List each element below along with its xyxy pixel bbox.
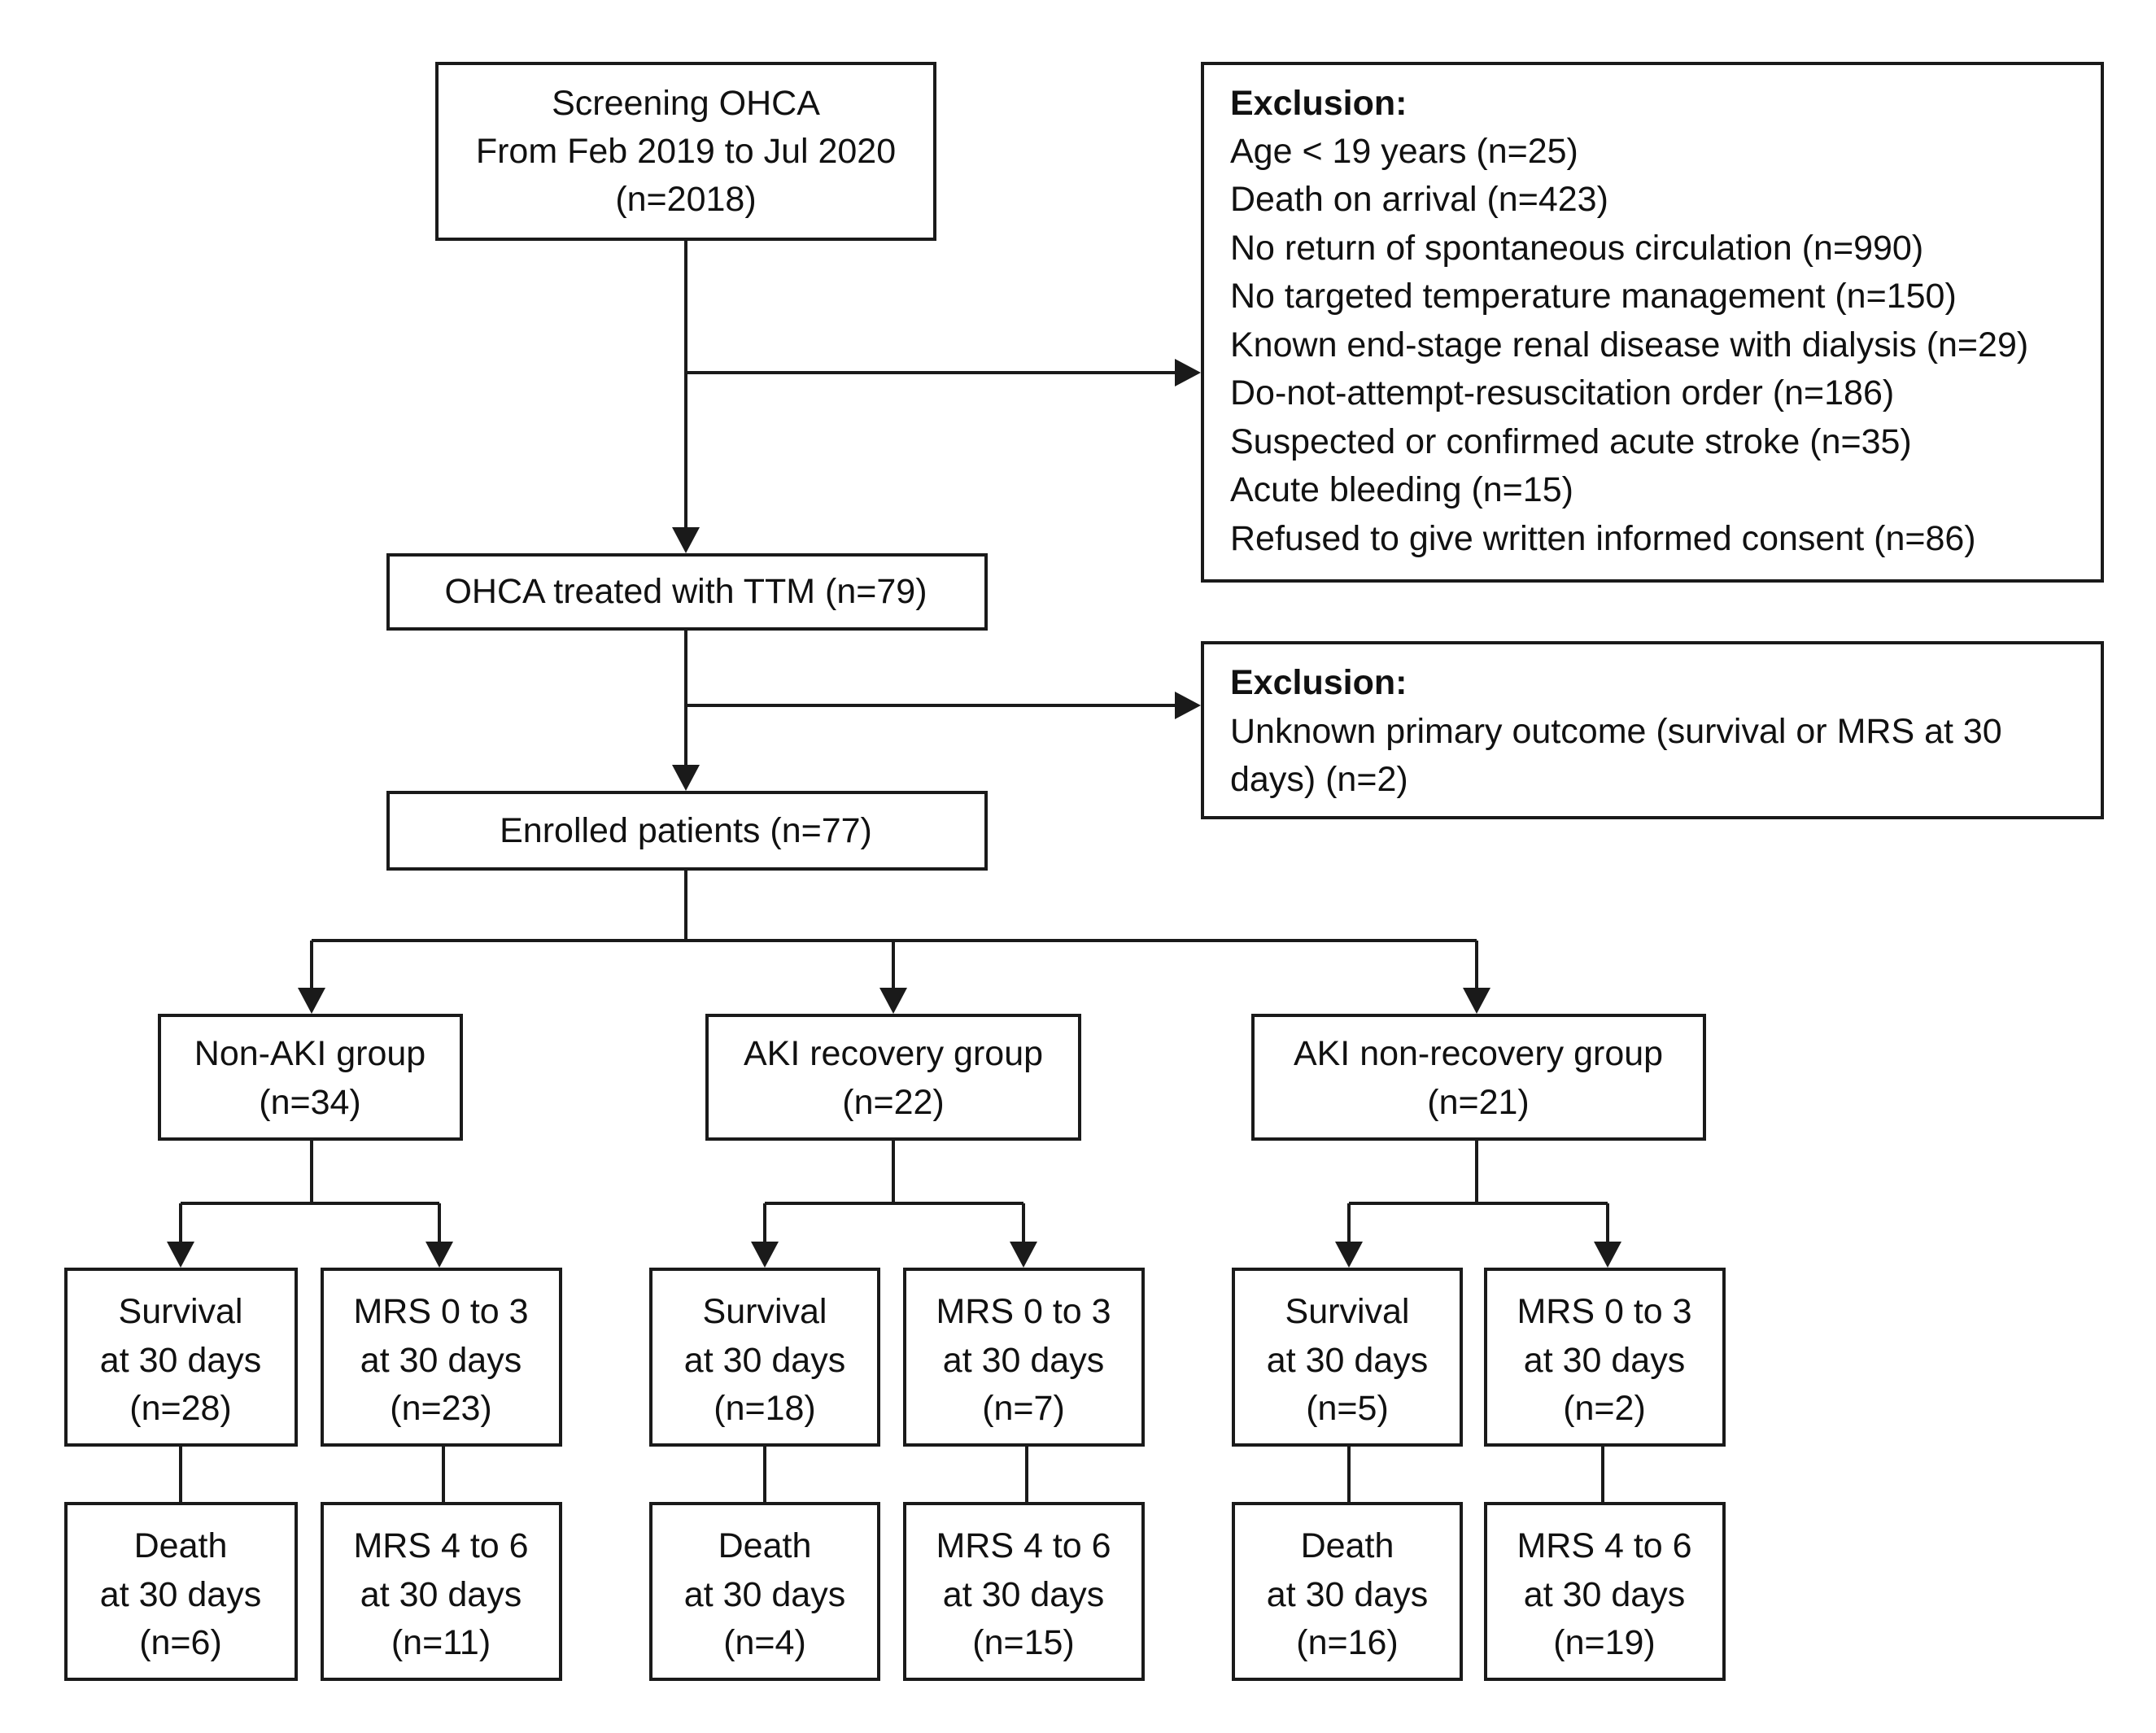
- outcome-line: MRS 0 to 3: [1517, 1292, 1691, 1331]
- outcome-box-mrs-4-6: MRS 4 to 6 at 30 days (n=15): [903, 1502, 1145, 1681]
- ttm-box: OHCA treated with TTM (n=79): [386, 553, 988, 631]
- outcome-line: (n=16): [1296, 1623, 1399, 1662]
- outcome-line: Survival: [119, 1292, 243, 1331]
- outcome-box-survival: Survival at 30 days (n=18): [649, 1268, 880, 1447]
- outcome-line: MRS 4 to 6: [936, 1526, 1111, 1565]
- outcome-line: at 30 days: [1524, 1575, 1685, 1614]
- exclusion-1-item: Death on arrival (n=423): [1230, 180, 1608, 219]
- connectors: [167, 239, 1621, 1504]
- outcome-line: at 30 days: [1267, 1341, 1428, 1380]
- group-box-non-aki: Non-AKI group (n=34): [158, 1014, 463, 1141]
- exclusion-1-item: Known end-stage renal disease with dialy…: [1230, 325, 2028, 364]
- outcome-line: MRS 4 to 6: [1517, 1526, 1691, 1565]
- group-name: AKI recovery group: [744, 1034, 1043, 1073]
- outcome-line: Survival: [1285, 1292, 1410, 1331]
- group-count: (n=34): [259, 1083, 361, 1122]
- exclusion-1-item: Suspected or confirmed acute stroke (n=3…: [1230, 422, 1912, 461]
- group-box-aki-recovery: AKI recovery group (n=22): [705, 1014, 1081, 1141]
- outcome-line: MRS 4 to 6: [353, 1526, 528, 1565]
- exclusion-1-item: No targeted temperature management (n=15…: [1230, 277, 1957, 316]
- group-name: AKI non-recovery group: [1294, 1034, 1663, 1073]
- outcome-line: at 30 days: [100, 1575, 261, 1614]
- outcome-line: MRS 0 to 3: [353, 1292, 528, 1331]
- group-count: (n=21): [1427, 1083, 1530, 1122]
- exclusion-2-line-1: Unknown primary outcome (survival or MRS…: [1230, 712, 2002, 751]
- outcome-box-death: Death at 30 days (n=4): [649, 1502, 880, 1681]
- outcome-box-death: Death at 30 days (n=16): [1232, 1502, 1463, 1681]
- outcome-line: Death: [718, 1526, 812, 1565]
- exclusion-box-1: Exclusion: Age < 19 years (n=25) Death o…: [1201, 62, 2104, 583]
- outcome-line: Death: [134, 1526, 228, 1565]
- arrowhead-group-1-survival: [167, 1242, 194, 1268]
- outcome-line: at 30 days: [1524, 1341, 1685, 1380]
- arrowhead-enrolled: [672, 765, 700, 791]
- arrowhead-group-3-survival: [1335, 1242, 1363, 1268]
- exclusion-1-item: Do-not-attempt-resuscitation order (n=18…: [1230, 373, 1894, 413]
- group-count: (n=22): [842, 1083, 945, 1122]
- exclusion-1-item: Acute bleeding (n=15): [1230, 470, 1573, 509]
- exclusion-1-title: Exclusion:: [1230, 84, 1407, 123]
- outcome-line: at 30 days: [684, 1341, 845, 1380]
- outcome-line: at 30 days: [100, 1341, 261, 1380]
- outcome-line: (n=23): [390, 1389, 492, 1428]
- arrowhead-group-3: [1463, 988, 1490, 1014]
- arrowhead-group-2-mrs: [1010, 1242, 1037, 1268]
- outcome-line: (n=18): [714, 1389, 816, 1428]
- arrowhead-exclusion2: [1175, 692, 1201, 719]
- screening-line-3: (n=2018): [615, 180, 756, 219]
- outcome-line: Death: [1301, 1526, 1394, 1565]
- outcome-line: (n=5): [1306, 1389, 1389, 1428]
- enrolled-box: Enrolled patients (n=77): [386, 791, 988, 871]
- outcome-box-mrs-4-6: MRS 4 to 6 at 30 days (n=19): [1484, 1502, 1726, 1681]
- exclusion-2-title: Exclusion:: [1230, 663, 1407, 702]
- exclusion-1-item: Age < 19 years (n=25): [1230, 132, 1578, 171]
- exclusion-1-item: No return of spontaneous circulation (n=…: [1230, 229, 1923, 268]
- outcome-line: (n=11): [391, 1623, 491, 1662]
- arrowhead-group-2: [879, 988, 907, 1014]
- outcome-line: Survival: [703, 1292, 827, 1331]
- outcome-box-mrs-0-3: MRS 0 to 3 at 30 days (n=7): [903, 1268, 1145, 1447]
- arrowhead-group-2-survival: [751, 1242, 779, 1268]
- exclusion-2-line-2: days) (n=2): [1230, 760, 1408, 799]
- arrowhead-exclusion1: [1175, 359, 1201, 386]
- outcome-box-mrs-0-3: MRS 0 to 3 at 30 days (n=2): [1484, 1268, 1726, 1447]
- outcome-line: at 30 days: [360, 1341, 522, 1380]
- arrowhead-group-1: [298, 988, 325, 1014]
- outcome-line: at 30 days: [943, 1575, 1104, 1614]
- outcome-line: at 30 days: [1267, 1575, 1428, 1614]
- group-box-aki-non-recovery: AKI non-recovery group (n=21): [1251, 1014, 1706, 1141]
- outcome-line: (n=19): [1553, 1623, 1656, 1662]
- outcome-line: MRS 0 to 3: [936, 1292, 1111, 1331]
- outcome-box-survival: Survival at 30 days (n=28): [64, 1268, 298, 1447]
- outcome-line: (n=15): [972, 1623, 1075, 1662]
- outcome-line: (n=7): [982, 1389, 1065, 1428]
- screening-box: Screening OHCA From Feb 2019 to Jul 2020…: [435, 62, 936, 241]
- outcome-line: (n=28): [129, 1389, 232, 1428]
- group-name: Non-AKI group: [194, 1034, 426, 1073]
- arrowhead-group-1-mrs: [426, 1242, 453, 1268]
- outcome-line: at 30 days: [684, 1575, 845, 1614]
- outcome-line: (n=6): [139, 1623, 222, 1662]
- enrolled-label: Enrolled patients (n=77): [500, 811, 872, 850]
- outcome-box-survival: Survival at 30 days (n=5): [1232, 1268, 1463, 1447]
- outcome-line: (n=2): [1563, 1389, 1646, 1428]
- screening-line-1: Screening OHCA: [552, 84, 820, 123]
- outcome-line: at 30 days: [943, 1341, 1104, 1380]
- arrowhead-ttm: [672, 527, 700, 553]
- outcome-line: (n=4): [723, 1623, 806, 1662]
- ttm-label: OHCA treated with TTM (n=79): [444, 572, 927, 611]
- outcome-box-mrs-4-6: MRS 4 to 6 at 30 days (n=11): [321, 1502, 562, 1681]
- arrowhead-group-3-mrs: [1594, 1242, 1621, 1268]
- screening-line-2: From Feb 2019 to Jul 2020: [476, 132, 896, 171]
- exclusion-box-2: Exclusion: Unknown primary outcome (surv…: [1201, 641, 2104, 819]
- exclusion-1-item: Refused to give written informed consent…: [1230, 519, 1976, 558]
- outcome-line: at 30 days: [360, 1575, 522, 1614]
- outcome-box-mrs-0-3: MRS 0 to 3 at 30 days (n=23): [321, 1268, 562, 1447]
- outcome-box-death: Death at 30 days (n=6): [64, 1502, 298, 1681]
